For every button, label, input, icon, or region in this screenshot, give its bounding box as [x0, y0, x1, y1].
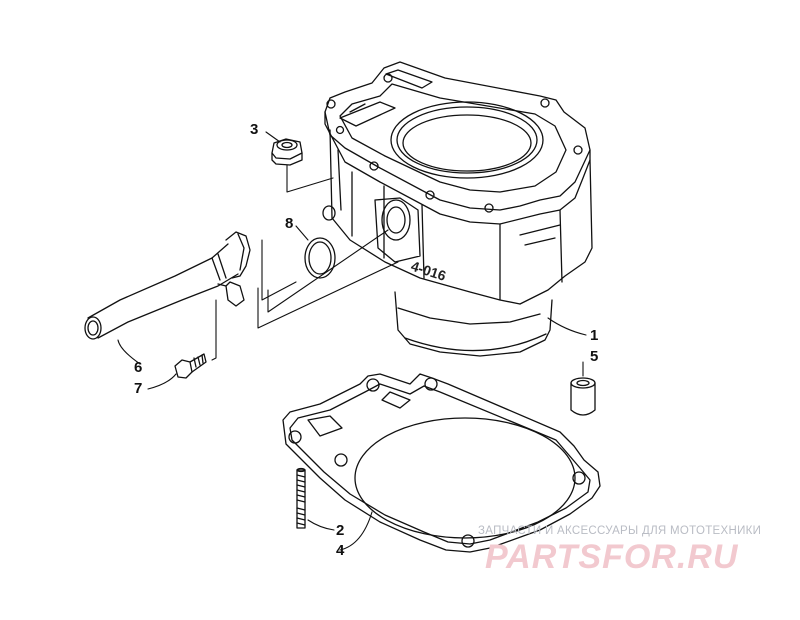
- watermark-logo: PARTSFOR.RU: [485, 538, 739, 576]
- callout-5: 5: [590, 348, 599, 365]
- bolt: [174, 353, 207, 379]
- nut: [271, 138, 303, 166]
- callout-8: 8: [285, 215, 294, 232]
- callout-2: 2: [336, 522, 345, 539]
- o-ring: [304, 237, 336, 279]
- callout-6: 6: [134, 359, 143, 376]
- watermark-tagline: ЗАПЧАСТИ И АКСЕССУАРЫ ДЛЯ МОТОТЕХНИКИ: [478, 525, 762, 537]
- callout-3: 3: [250, 121, 259, 138]
- dowel-pin: [570, 377, 596, 416]
- leader-lines: [117, 131, 587, 551]
- coolant-fitting: [84, 231, 251, 340]
- stud: [296, 467, 306, 529]
- callout-1: 1: [590, 327, 599, 344]
- cylinder: [322, 61, 593, 357]
- callout-7: 7: [134, 380, 143, 397]
- callout-4: 4: [336, 542, 345, 559]
- base-gasket: [282, 373, 601, 553]
